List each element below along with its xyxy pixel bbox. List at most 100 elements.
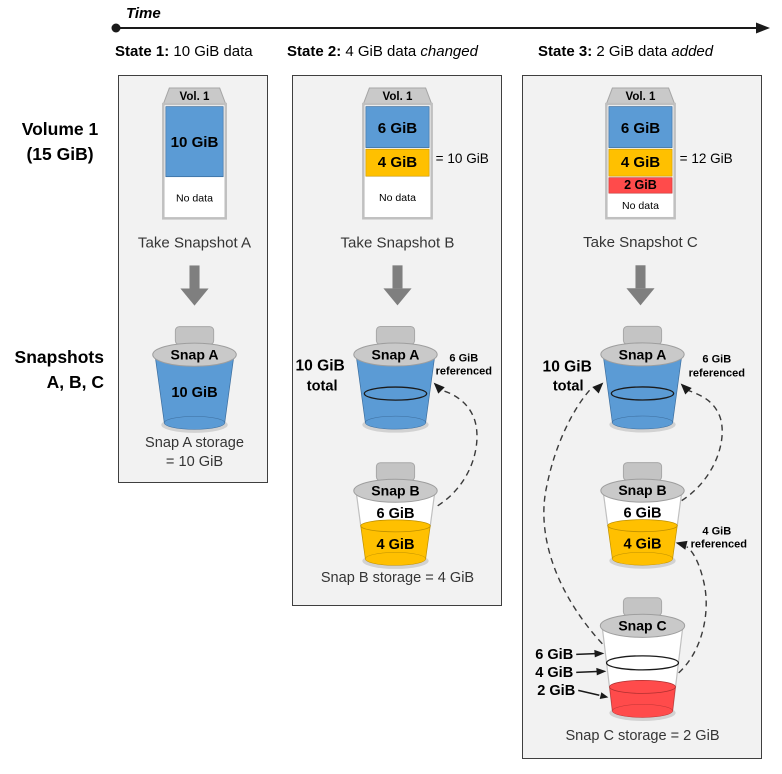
down-arrow-icon	[383, 265, 412, 306]
ref-6gib-line2: referenced	[436, 366, 492, 378]
level-6gib-label: 6 GiB	[535, 647, 573, 663]
reference-arrow-c-to-b	[678, 546, 707, 674]
red-surface-ellipse	[609, 679, 676, 694]
snap-a-label: Snap A	[619, 346, 667, 362]
snap-c-label: Snap C	[618, 617, 666, 633]
volume-orange-segment	[365, 148, 430, 177]
take-snapshot-b-label: Take Snapshot B	[341, 234, 455, 251]
reference-arrowhead-icon	[592, 382, 604, 394]
volume-row-label-line1: Volume 1	[21, 119, 99, 139]
snap-b-lower-label: 4 GiB	[623, 537, 661, 553]
state-3-header: State 3: 2 GiB data added	[538, 43, 713, 60]
state-2-text: 4 GiB data	[341, 43, 421, 60]
state-3-panel: Vol. 1 6 GiB 4 GiB 2 GiB No data = 12 Gi…	[522, 75, 762, 759]
level-2gib-arrow	[578, 689, 600, 696]
total-note-line2: total	[553, 378, 584, 394]
state-1-prefix: State 1:	[115, 43, 170, 60]
volume-cap-label: Vol. 1	[626, 91, 656, 103]
volume-red-segment	[608, 177, 673, 194]
reference-arrow-b-to-a	[437, 389, 478, 507]
orange-surface-ellipse	[607, 519, 678, 533]
state-1-panel: Vol. 1 10 GiB No data Take Snapshot A Sn…	[118, 75, 268, 483]
reference-arrowhead-icon	[675, 540, 688, 550]
volume-blue-segment	[608, 106, 673, 148]
level-2gib-arrowhead-icon	[599, 692, 609, 700]
down-arrow-head	[626, 288, 655, 306]
bucket-bottom	[612, 551, 673, 566]
state-3-emphasis: added	[671, 43, 714, 60]
bucket-bottom	[612, 704, 673, 718]
snapshot-a-bucket: Snap A 10 GiB	[152, 326, 237, 433]
bucket-knob	[622, 325, 663, 345]
total-note-line2: total	[307, 379, 338, 395]
ref-4gib-line2: referenced	[691, 539, 747, 551]
time-axis	[111, 22, 770, 34]
volume-blue-label: 6 GiB	[621, 120, 660, 137]
time-axis-label: Time	[126, 5, 161, 22]
snap-a-storage-line2: = 10 GiB	[166, 454, 223, 470]
snap-a-storage-line1: Snap A storage	[145, 435, 244, 451]
reference-arrow-b-to-a	[681, 389, 723, 502]
snap-b-storage-label: Snap B storage = 4 GiB	[321, 570, 474, 586]
level-6gib-arrowhead-icon	[594, 649, 605, 658]
referenced-level-ellipse	[363, 386, 428, 401]
volume-total-label: = 12 GiB	[680, 151, 733, 166]
down-arrow-head	[383, 288, 412, 306]
total-note-line1: 10 GiB	[295, 358, 344, 375]
volume-nodata-label: No data	[379, 192, 416, 204]
snapshot-a-bucket: Snap A	[353, 325, 438, 433]
volume-nodata-label: No data	[622, 200, 659, 212]
snap-a-label: Snap A	[372, 347, 420, 363]
volume-cap-label: Vol. 1	[180, 91, 211, 103]
down-arrow-shaft	[392, 265, 403, 289]
state-2-graphic: Vol. 1 6 GiB 4 GiB No data = 10 GiB Take…	[295, 87, 492, 586]
bucket-bottom	[612, 415, 673, 430]
snap-c-storage-label: Snap C storage = 2 GiB	[565, 728, 719, 744]
state-2-prefix: State 2:	[287, 43, 342, 60]
volume-total-label: = 10 GiB	[436, 151, 489, 166]
snap-c-level-callouts: 6 GiB 4 GiB 2 GiB	[535, 647, 609, 700]
down-arrow-shaft	[189, 265, 200, 289]
snapshots-row-label: Snapshots A, B, C	[7, 345, 104, 395]
state-2-header: State 2: 4 GiB data changed	[287, 43, 478, 60]
snapshot-b-bucket: Snap B 6 GiB 4 GiB	[353, 462, 438, 569]
reference-arrowhead-icon	[680, 383, 692, 395]
bucket-knob	[174, 326, 215, 346]
volume-used-segment	[165, 106, 224, 178]
snap-a-label: Snap A	[171, 347, 219, 363]
bucket-rim	[599, 613, 686, 638]
level-2gib-label: 2 GiB	[537, 683, 575, 699]
down-arrow-icon	[180, 265, 209, 306]
state-2-panel: Vol. 1 6 GiB 4 GiB No data = 10 GiB Take…	[292, 75, 502, 606]
snap-b-upper-label: 6 GiB	[623, 506, 661, 522]
snap-b-upper-label: 6 GiB	[376, 506, 414, 522]
bucket-bottom	[365, 415, 426, 430]
volume-red-label: 2 GiB	[624, 178, 657, 192]
snap-b-label: Snap B	[618, 482, 666, 498]
state-3-graphic: Vol. 1 6 GiB 4 GiB 2 GiB No data = 12 Gi…	[535, 87, 747, 744]
snap-a-content-label: 10 GiB	[171, 385, 217, 401]
snap-b-label: Snap B	[371, 482, 419, 498]
reference-arrow-c-to-a	[543, 388, 603, 645]
volume-row-label: Volume 1 (15 GiB)	[14, 117, 106, 167]
volume-row-label-line2: (15 GiB)	[26, 144, 94, 164]
bucket-knob	[622, 462, 663, 482]
level-4gib-label: 4 GiB	[535, 665, 573, 681]
volume-orange-label: 4 GiB	[621, 154, 660, 171]
bucket-knob	[375, 325, 416, 346]
snapshot-a-bucket: Snap A	[600, 325, 685, 433]
state-3-text: 2 GiB data	[592, 43, 672, 60]
volume-cap-label: Vol. 1	[383, 91, 414, 103]
volume-blue-label: 6 GiB	[378, 120, 417, 137]
volume-orange-segment	[608, 148, 673, 177]
bucket-rim	[353, 478, 438, 503]
state-2-emphasis: changed	[420, 43, 478, 60]
down-arrow-shaft	[635, 265, 646, 289]
volume-orange-label: 4 GiB	[378, 154, 417, 171]
bucket-rim	[600, 342, 685, 367]
total-note-line1: 10 GiB	[543, 358, 592, 375]
state-1-header: State 1: 10 GiB data	[115, 43, 253, 60]
time-axis-arrowhead-icon	[756, 22, 770, 34]
take-snapshot-c-label: Take Snapshot C	[583, 234, 698, 251]
